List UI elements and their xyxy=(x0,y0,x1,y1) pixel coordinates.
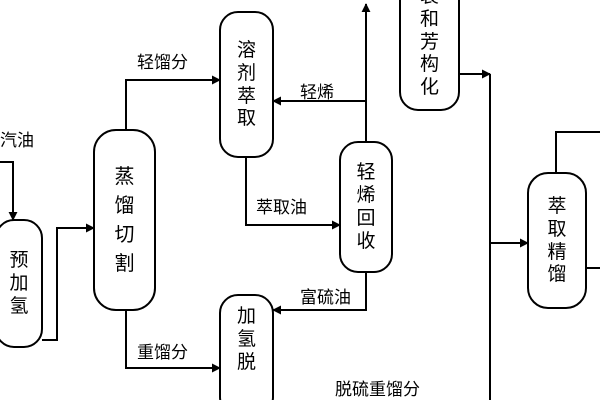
gasoline-feed-line xyxy=(0,161,18,221)
solvent-char-1: 溶 xyxy=(236,38,256,61)
gasoline-label: 汽油 xyxy=(0,131,34,151)
aromatization-box xyxy=(399,0,460,111)
distill-char-1: 蒸 xyxy=(114,164,135,188)
aromatization-char-1: 裂 xyxy=(420,0,439,8)
extract-distill-char-3: 精 xyxy=(547,240,567,263)
solvent-node: 溶 剂 萃 取 xyxy=(220,12,273,157)
solvent-char-4: 取 xyxy=(236,107,256,130)
distill-char-2: 馏 xyxy=(114,193,135,217)
extract-distill-char-1: 萃 xyxy=(547,194,567,217)
solvent-char-3: 萃 xyxy=(236,84,256,107)
extract-distill-node: 萃 取 精 馏 xyxy=(528,173,586,308)
extract-oil-label: 萃取油 xyxy=(256,198,307,218)
extract-distill-top-line xyxy=(555,131,600,173)
hydrodesulf-box xyxy=(219,294,274,400)
prehydro-char-2: 加 xyxy=(9,272,29,295)
distill-char-3: 切 xyxy=(114,222,135,246)
light-fraction-line xyxy=(125,75,221,130)
heavy-fraction-line xyxy=(125,310,221,373)
extract-oil-line xyxy=(245,157,341,230)
distill-box xyxy=(93,129,156,311)
hydrodesulf-char-2: 氢 xyxy=(236,327,256,350)
hydrodesulf-char-1: 加 xyxy=(236,305,256,327)
aromatization-char-5: 化 xyxy=(419,76,439,99)
prehydro-box xyxy=(0,219,43,348)
olefin-recovery-node: 轻 烯 回 收 xyxy=(340,142,392,272)
extract-distill-char-2: 取 xyxy=(547,217,567,240)
aromatization-char-2: 和 xyxy=(419,7,439,30)
distill-node: 蒸 馏 切 割 xyxy=(94,130,155,310)
hydrodesulf-char-3: 脱 xyxy=(236,350,256,373)
aromatization-char-4: 构 xyxy=(419,53,439,76)
solvent-char-2: 剂 xyxy=(236,61,256,84)
prehydro-node: 预 加 氢 xyxy=(0,220,42,347)
sulfur-rich-oil-label: 富硫油 xyxy=(300,288,351,308)
prehydro-to-distill-line xyxy=(42,223,95,341)
olefin-recovery-char-3: 回 xyxy=(356,207,376,229)
extract-distill-char-4: 馏 xyxy=(547,263,567,286)
olefin-recovery-char-2: 烯 xyxy=(356,184,376,207)
hydrodesulf-node: 加 氢 脱 xyxy=(220,305,273,400)
olefin-recovery-char-1: 轻 xyxy=(356,161,376,184)
distill-char-4: 割 xyxy=(114,251,135,275)
prehydro-char-1: 预 xyxy=(9,249,29,272)
light-fraction-label: 轻馏分 xyxy=(137,53,188,73)
light-olefins-label: 轻烯 xyxy=(300,83,334,103)
aromatization-node: 裂 和 芳 构 化 xyxy=(400,0,459,105)
olefin-recovery-char-4: 收 xyxy=(356,229,376,252)
aromatization-char-3: 芳 xyxy=(419,30,439,53)
desulfurized-heavy-label: 脱硫重馏分 xyxy=(335,380,420,400)
heavy-fraction-label: 重馏分 xyxy=(137,343,188,363)
sulfur-rich-oil-line xyxy=(272,272,367,315)
prehydro-char-3: 氢 xyxy=(9,294,29,317)
